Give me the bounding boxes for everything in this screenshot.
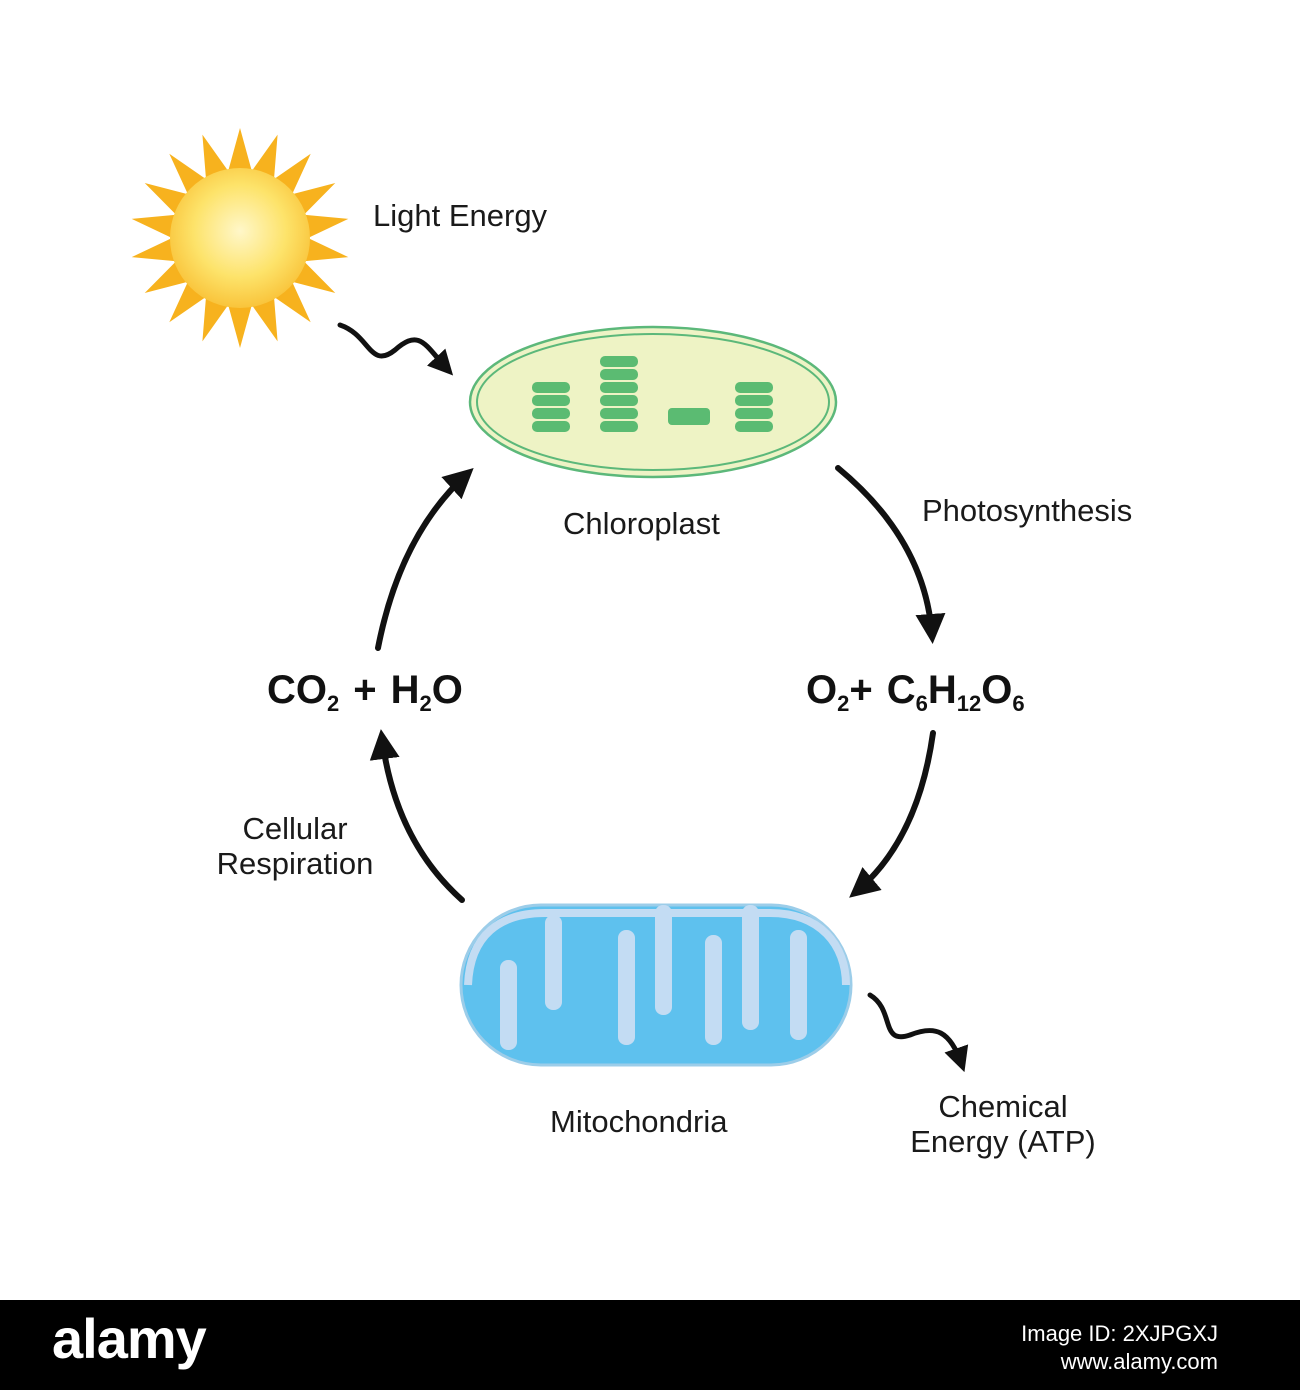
- cellular-respiration-line2: Respiration: [216, 845, 374, 881]
- cellular-respiration-line1: Cellular: [242, 811, 348, 846]
- chemical-energy-line1: Chemical: [938, 1089, 1068, 1124]
- light-wavy-arrow: [337, 322, 454, 376]
- mitochondria-icon: [459, 903, 853, 1067]
- image-id-line: Image ID: 2XJPGXJ: [1021, 1321, 1218, 1346]
- chloroplast-icon: [468, 325, 838, 479]
- chemical-energy-line2: Energy (ATP): [910, 1123, 1096, 1159]
- chloroplast-label: Chloroplast: [563, 506, 720, 541]
- reactants-formula: CO2+H2O: [267, 668, 463, 716]
- photosynthesis-arrow: [835, 465, 946, 644]
- photosynthesis-label: Photosynthesis: [922, 493, 1133, 528]
- respiration-arrow: [369, 729, 465, 903]
- products-to-mitochondria-arrow: [849, 730, 936, 898]
- mitochondria-label: Mitochondria: [550, 1104, 728, 1139]
- light-energy-label: Light Energy: [373, 198, 548, 233]
- cycle-diagram: [131, 128, 969, 1073]
- products-formula: O2+C6H12O6: [806, 668, 1025, 716]
- reactants-to-chloroplast-arrow: [375, 467, 474, 651]
- cellular-respiration-label: Cellular Respiration: [200, 811, 390, 881]
- footer-info: Image ID: 2XJPGXJ www.alamy.com: [1021, 1320, 1218, 1375]
- footer-bar: [0, 1300, 1300, 1390]
- footer-url: www.alamy.com: [1060, 1348, 1218, 1374]
- brand-logo: alamy: [52, 1307, 207, 1370]
- atp-wavy-arrow: [867, 992, 969, 1073]
- chemical-energy-label: Chemical Energy (ATP): [886, 1089, 1120, 1159]
- sun-icon: [131, 128, 349, 348]
